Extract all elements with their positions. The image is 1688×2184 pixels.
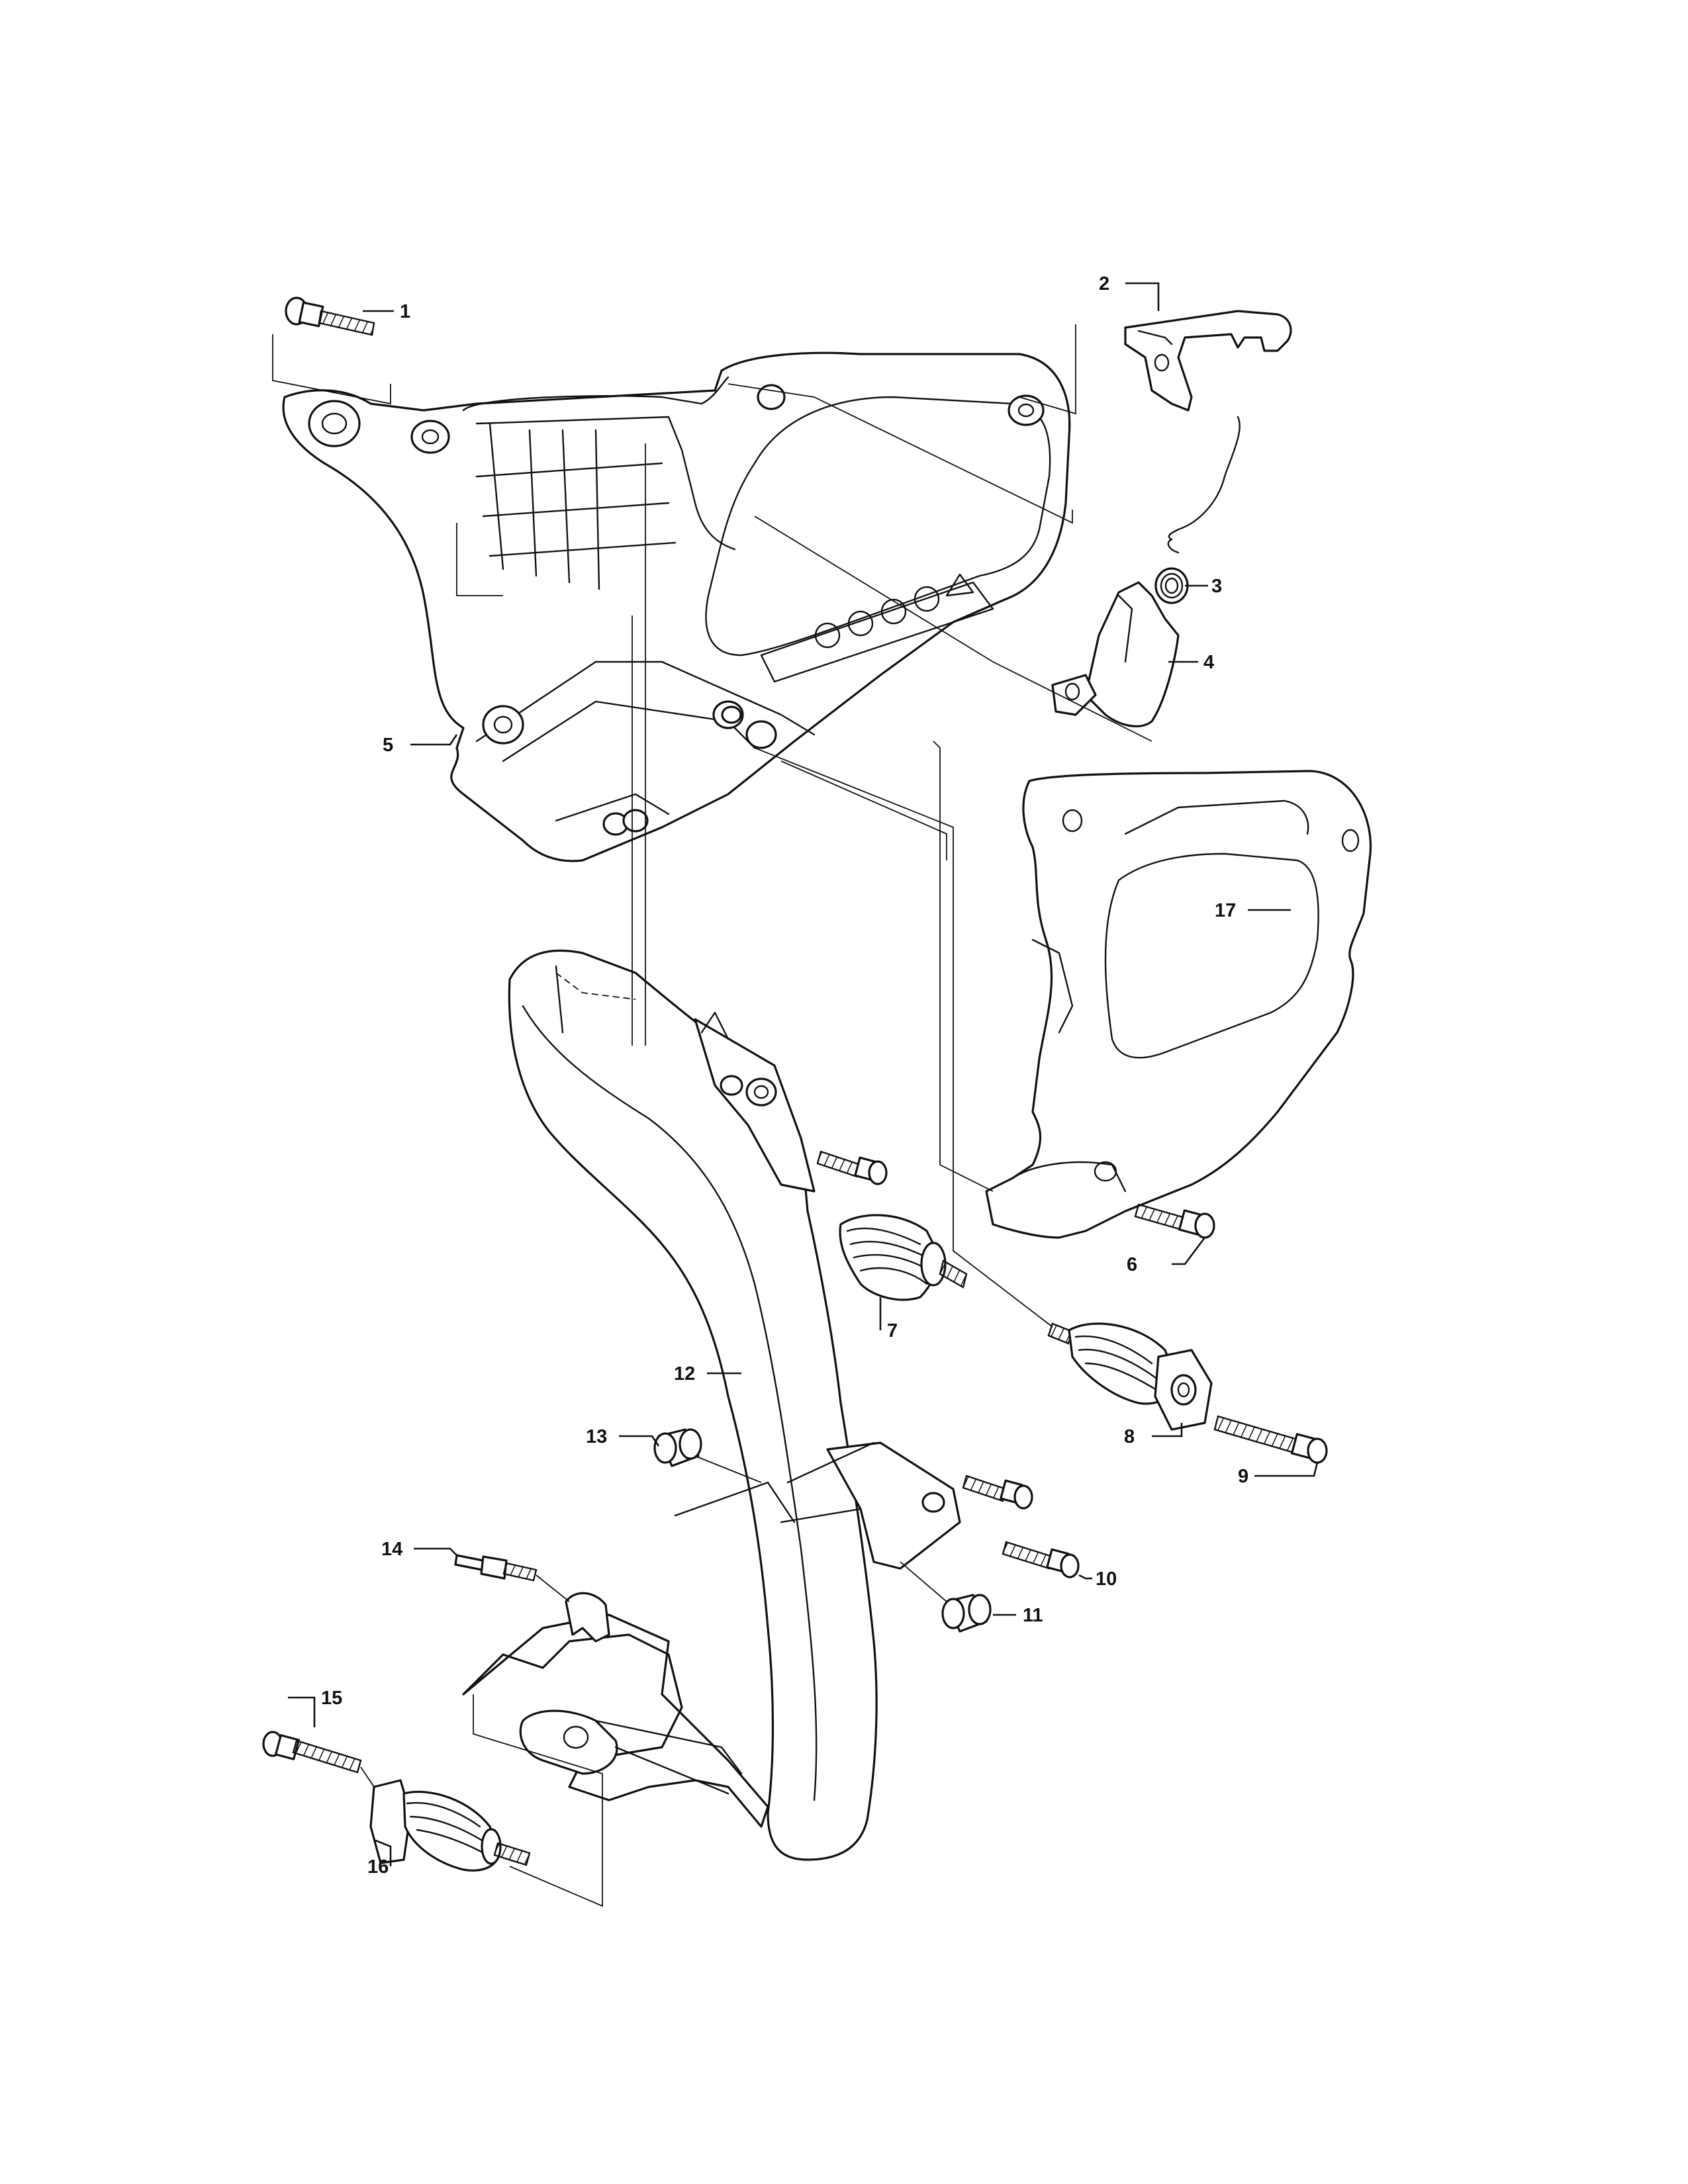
callout-14: 14 — [381, 1539, 402, 1560]
callout-4: 4 — [1203, 652, 1214, 673]
trigger-lockout-part-4 — [1051, 581, 1180, 727]
callout-6: 6 — [1127, 1254, 1137, 1275]
callout-11: 11 — [1023, 1605, 1043, 1626]
spring-part-3 — [1154, 416, 1241, 604]
throttle-trigger-part-2 — [1124, 310, 1292, 412]
callout-15: 15 — [321, 1688, 342, 1709]
av-spring-part-8 — [1047, 1322, 1213, 1431]
callout-leaders — [288, 282, 1319, 1866]
screw-part-15 — [262, 1731, 362, 1774]
callout-1: 1 — [400, 301, 410, 322]
callout-3: 3 — [1211, 576, 1222, 597]
front-handle-part-12 — [462, 949, 961, 1861]
screw-part-9 — [1213, 1415, 1328, 1464]
screw-part-6 — [1134, 1203, 1215, 1239]
callout-labels: 1 2 3 4 5 6 7 8 9 10 11 12 13 14 15 16 1… — [321, 273, 1248, 1878]
screw-part-10 — [962, 1475, 1080, 1578]
callout-7: 7 — [887, 1320, 898, 1342]
callout-8: 8 — [1124, 1426, 1135, 1447]
screw-part-1 — [285, 296, 375, 336]
callout-17: 17 — [1215, 900, 1236, 921]
bushing-part-11 — [941, 1594, 992, 1633]
av-spring-part-16 — [369, 1779, 531, 1872]
handle-cover-part-17 — [985, 770, 1372, 1239]
callout-2: 2 — [1099, 273, 1109, 295]
rear-handle-housing — [282, 351, 1071, 862]
stud-part-14 — [454, 1554, 538, 1582]
callout-10: 10 — [1096, 1569, 1117, 1590]
bushing-part-13 — [653, 1428, 702, 1467]
callout-9: 9 — [1238, 1466, 1248, 1487]
screw-front-handle — [816, 1150, 888, 1185]
av-spring-part-7 — [839, 1214, 968, 1301]
callout-5: 5 — [383, 735, 393, 756]
callout-16: 16 — [367, 1856, 389, 1878]
callout-13: 13 — [586, 1426, 607, 1447]
assembly-lines — [272, 324, 1152, 1907]
callout-12: 12 — [674, 1363, 695, 1385]
